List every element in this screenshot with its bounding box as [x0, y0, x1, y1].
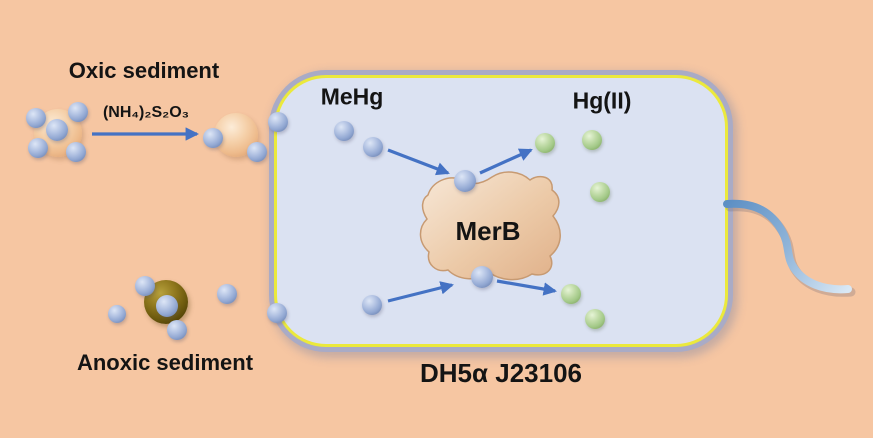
hgii-ion — [590, 182, 610, 202]
hgii-ion — [585, 309, 605, 329]
flagellum — [723, 199, 852, 294]
mehg-molecule — [247, 142, 267, 162]
hgii-ion — [535, 133, 555, 153]
mehg-molecule — [156, 295, 178, 317]
mehg-label: MeHg — [320, 83, 384, 110]
mehg-molecule — [363, 137, 383, 157]
bacteria-cell — [274, 75, 728, 347]
mehg-molecule — [267, 303, 287, 323]
flagellum-shadow — [725, 202, 856, 297]
mehg-molecule — [108, 305, 126, 323]
hgii-label: Hg(II) — [572, 87, 632, 114]
anoxic-sediment-label: Anoxic sediment — [76, 350, 254, 375]
hgii-ion — [582, 130, 602, 150]
mehg-molecule — [268, 112, 288, 132]
mehg-molecule — [362, 295, 382, 315]
mehg-molecule — [46, 119, 68, 141]
mehg-molecule — [454, 170, 476, 192]
mehg-molecule — [217, 284, 237, 304]
mehg-molecule — [167, 320, 187, 340]
mehg-molecule — [471, 266, 493, 288]
reagent-formula-label: (NH₄)₂S₂O₃ — [102, 104, 190, 121]
mehg-molecule — [203, 128, 223, 148]
mehg-molecule — [68, 102, 88, 122]
mehg-molecule — [334, 121, 354, 141]
strain-label: DH5α J23106 — [420, 358, 582, 388]
mehg-molecule — [28, 138, 48, 158]
mehg-molecule — [26, 108, 46, 128]
mehg-molecule — [66, 142, 86, 162]
merb-enzyme-label: MerB — [455, 216, 521, 246]
hgii-ion — [561, 284, 581, 304]
mehg-molecule — [135, 276, 155, 296]
oxic-sediment-label: Oxic sediment — [68, 58, 220, 83]
